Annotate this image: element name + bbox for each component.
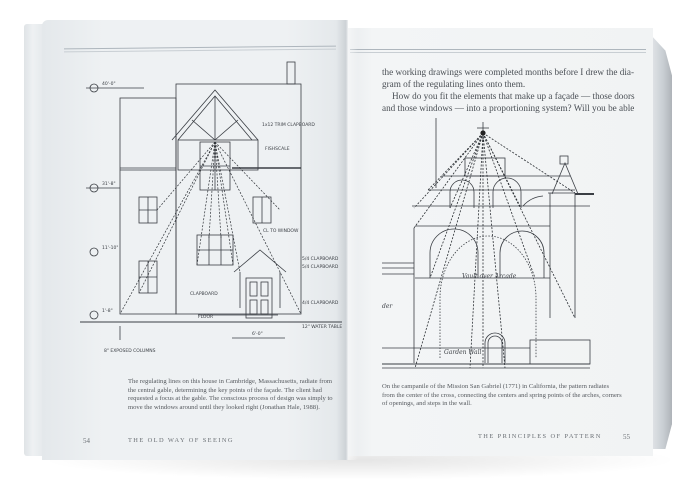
floor-note: FLOOR: [198, 314, 213, 320]
garden-label: Garden Wall: [444, 349, 482, 356]
body-line-2: gram of the regulating lines onto them.: [382, 79, 526, 89]
level-label-1: 40'-0": [102, 81, 116, 87]
note-c: 4/4 CLAPBOARD: [302, 300, 339, 306]
note-a: 5/4 CLAPBOARD: [302, 256, 339, 262]
level-label-2: 31'-8": [102, 181, 116, 187]
right-caption: On the campanile of the Mission San Gabr…: [382, 383, 622, 408]
body-line-3: How do you fit the elements that make up…: [392, 91, 635, 101]
body-line-1: the working drawings were completed mont…: [382, 67, 635, 77]
left-running-head: THE OLD WAY OF SEEING: [128, 437, 234, 444]
cl-note: CL TO WINDOW: [263, 228, 299, 234]
level-label-3: 11'-10": [102, 245, 118, 251]
bottom-label: 8" EXPOSED COLUMNS: [104, 348, 156, 354]
right-page: [348, 28, 653, 456]
note-b: 5/4 CLAPBOARD: [302, 264, 339, 270]
right-body-text: the working drawings were completed mont…: [382, 66, 662, 114]
right-running-head: THE PRINCIPLES OF PATTERN: [478, 433, 602, 440]
left-page-stack: [24, 24, 46, 456]
shingle-note: FISHSCALE: [265, 146, 290, 152]
door-width: 6'-0": [252, 331, 263, 337]
left-note: der: [382, 303, 393, 310]
body-line-4: and those windows — into a proportioning…: [382, 103, 635, 113]
book-gutter: [336, 20, 358, 460]
house-elevation-drawing: 40'-0" 31'-8" 11'-10" 1'-8" 1x12 TRIM CL…: [80, 61, 342, 354]
level-label-4: 1'-8": [102, 308, 113, 314]
trim-note: 1x12 TRIM CLAPBOARD: [262, 122, 315, 128]
right-top-rule: [350, 49, 646, 53]
clapboard-note: CLAPBOARD: [190, 291, 218, 297]
campanile-drawing: Vault over Arcade Garden Wall der: [382, 118, 594, 369]
vault-label: Vault over Arcade: [462, 273, 517, 280]
left-page: [42, 20, 348, 460]
right-page-stack: [650, 34, 672, 449]
note-d: 12" WATER TABLE: [302, 324, 342, 330]
left-caption: The regulating lines on this house in Ca…: [128, 378, 333, 411]
left-page-number: 54: [83, 437, 90, 445]
right-page-number: 55: [623, 433, 630, 441]
